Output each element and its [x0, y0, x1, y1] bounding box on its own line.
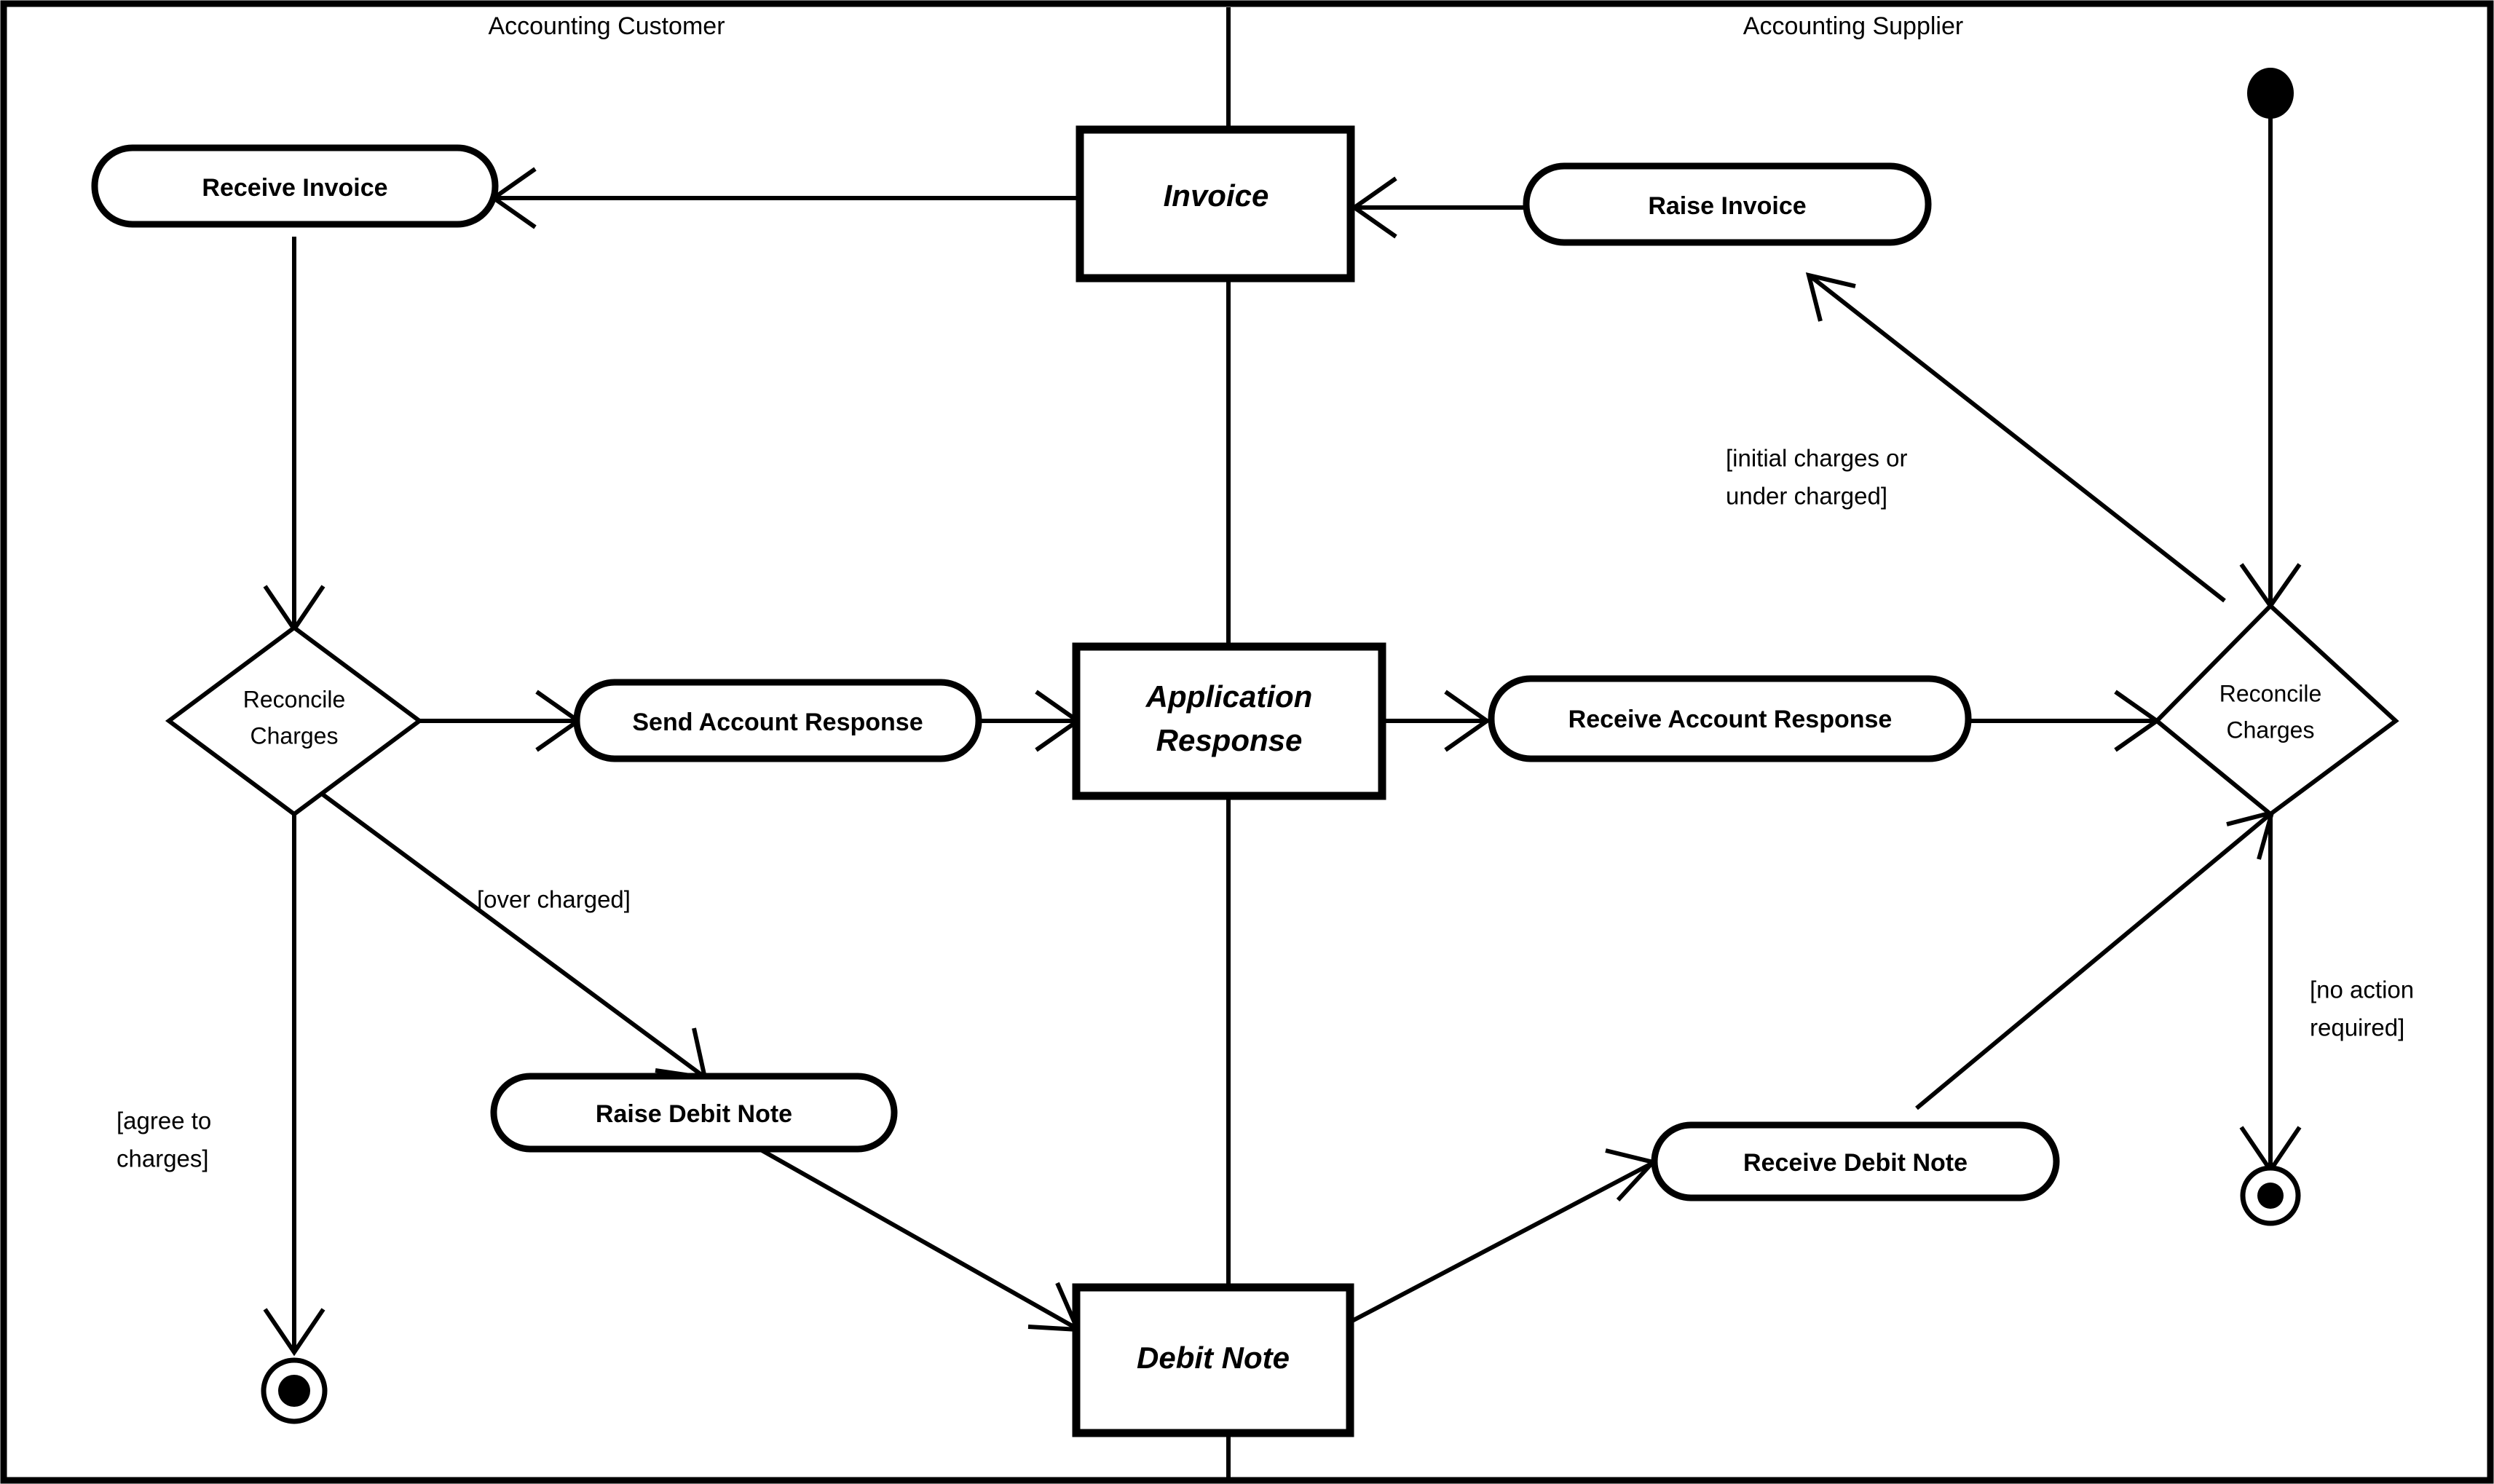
object-application-response[interactable] — [1072, 642, 1386, 800]
activity-receive-account-response-label: Receive Account Response — [1568, 706, 1893, 733]
arrowhead-final-node-customer — [263, 1308, 325, 1357]
activity-raise-invoice[interactable] — [1523, 162, 1932, 246]
guard-initial-under-charged-line2: under charged] — [1726, 483, 1887, 510]
flow-receive-debit-note-to-reconcile-supplier — [1915, 812, 2272, 1110]
activity-receive-debit-note-label: Receive Debit Note — [1743, 1149, 1968, 1177]
object-debit-note-label: Debit Note — [1137, 1341, 1290, 1375]
initial-node-icon[interactable] — [2247, 68, 2294, 119]
activity-send-account-response[interactable] — [573, 679, 982, 762]
decision-reconcile-charges-customer-label-line1: Reconcile — [243, 686, 346, 712]
decision-reconcile-charges-supplier[interactable] — [2153, 602, 2399, 817]
decision-reconcile-charges-customer[interactable] — [165, 625, 424, 817]
arrowhead-receive-account-response — [1444, 690, 1491, 752]
swimlane-title-customer: Accounting Customer — [488, 12, 725, 40]
guard-no-action-required-line1: [no action — [2310, 976, 2414, 1003]
final-node-supplier-inner — [2257, 1183, 2284, 1209]
flow-debit-note-to-receive-debit-note — [1349, 1161, 1653, 1324]
guard-agree-to-charges-line2: charges] — [117, 1145, 209, 1172]
flow-reconcile-supplier-to-raise-invoice — [1810, 275, 2226, 603]
activity-send-account-response-label: Send Account Response — [632, 709, 923, 736]
object-invoice-label: Invoice — [1164, 178, 1269, 213]
decision-reconcile-charges-supplier-label-line1: Reconcile — [2219, 680, 2322, 706]
object-debit-note[interactable] — [1072, 1283, 1354, 1437]
decision-reconcile-charges-supplier-label-line2: Charges — [2227, 717, 2315, 743]
guard-agree-to-charges-line1: [agree to — [117, 1108, 211, 1134]
activity-receive-invoice[interactable] — [91, 144, 499, 228]
guard-initial-under-charged-line1: [initial charges or — [1726, 445, 1907, 472]
activity-raise-debit-note[interactable] — [490, 1073, 898, 1153]
flow-reconcile-customer-to-raise-debit-note — [293, 771, 705, 1078]
activity-raise-invoice-label: Raise Invoice — [1648, 192, 1806, 220]
object-application-response-label-line1: Application — [1145, 679, 1313, 714]
swimlane-title-supplier: Accounting Supplier — [1743, 12, 1963, 40]
decision-reconcile-charges-customer-label-line2: Charges — [250, 722, 339, 749]
activity-raise-debit-note-label: Raise Debit Note — [596, 1100, 792, 1128]
guard-over-charged-label: [over charged] — [477, 886, 631, 913]
object-invoice[interactable] — [1076, 125, 1355, 283]
flow-raise-debit-note-to-debit-note — [758, 1147, 1078, 1330]
final-node-customer-inner — [278, 1375, 310, 1407]
activity-receive-account-response[interactable] — [1488, 675, 1972, 762]
object-application-response-label-line2: Response — [1156, 723, 1303, 757]
arrowhead-raise-invoice — [1805, 272, 1856, 322]
guard-no-action-required-line2: required] — [2310, 1014, 2404, 1041]
activity-receive-invoice-label: Receive Invoice — [202, 174, 387, 202]
activity-receive-debit-note[interactable] — [1651, 1121, 2060, 1201]
